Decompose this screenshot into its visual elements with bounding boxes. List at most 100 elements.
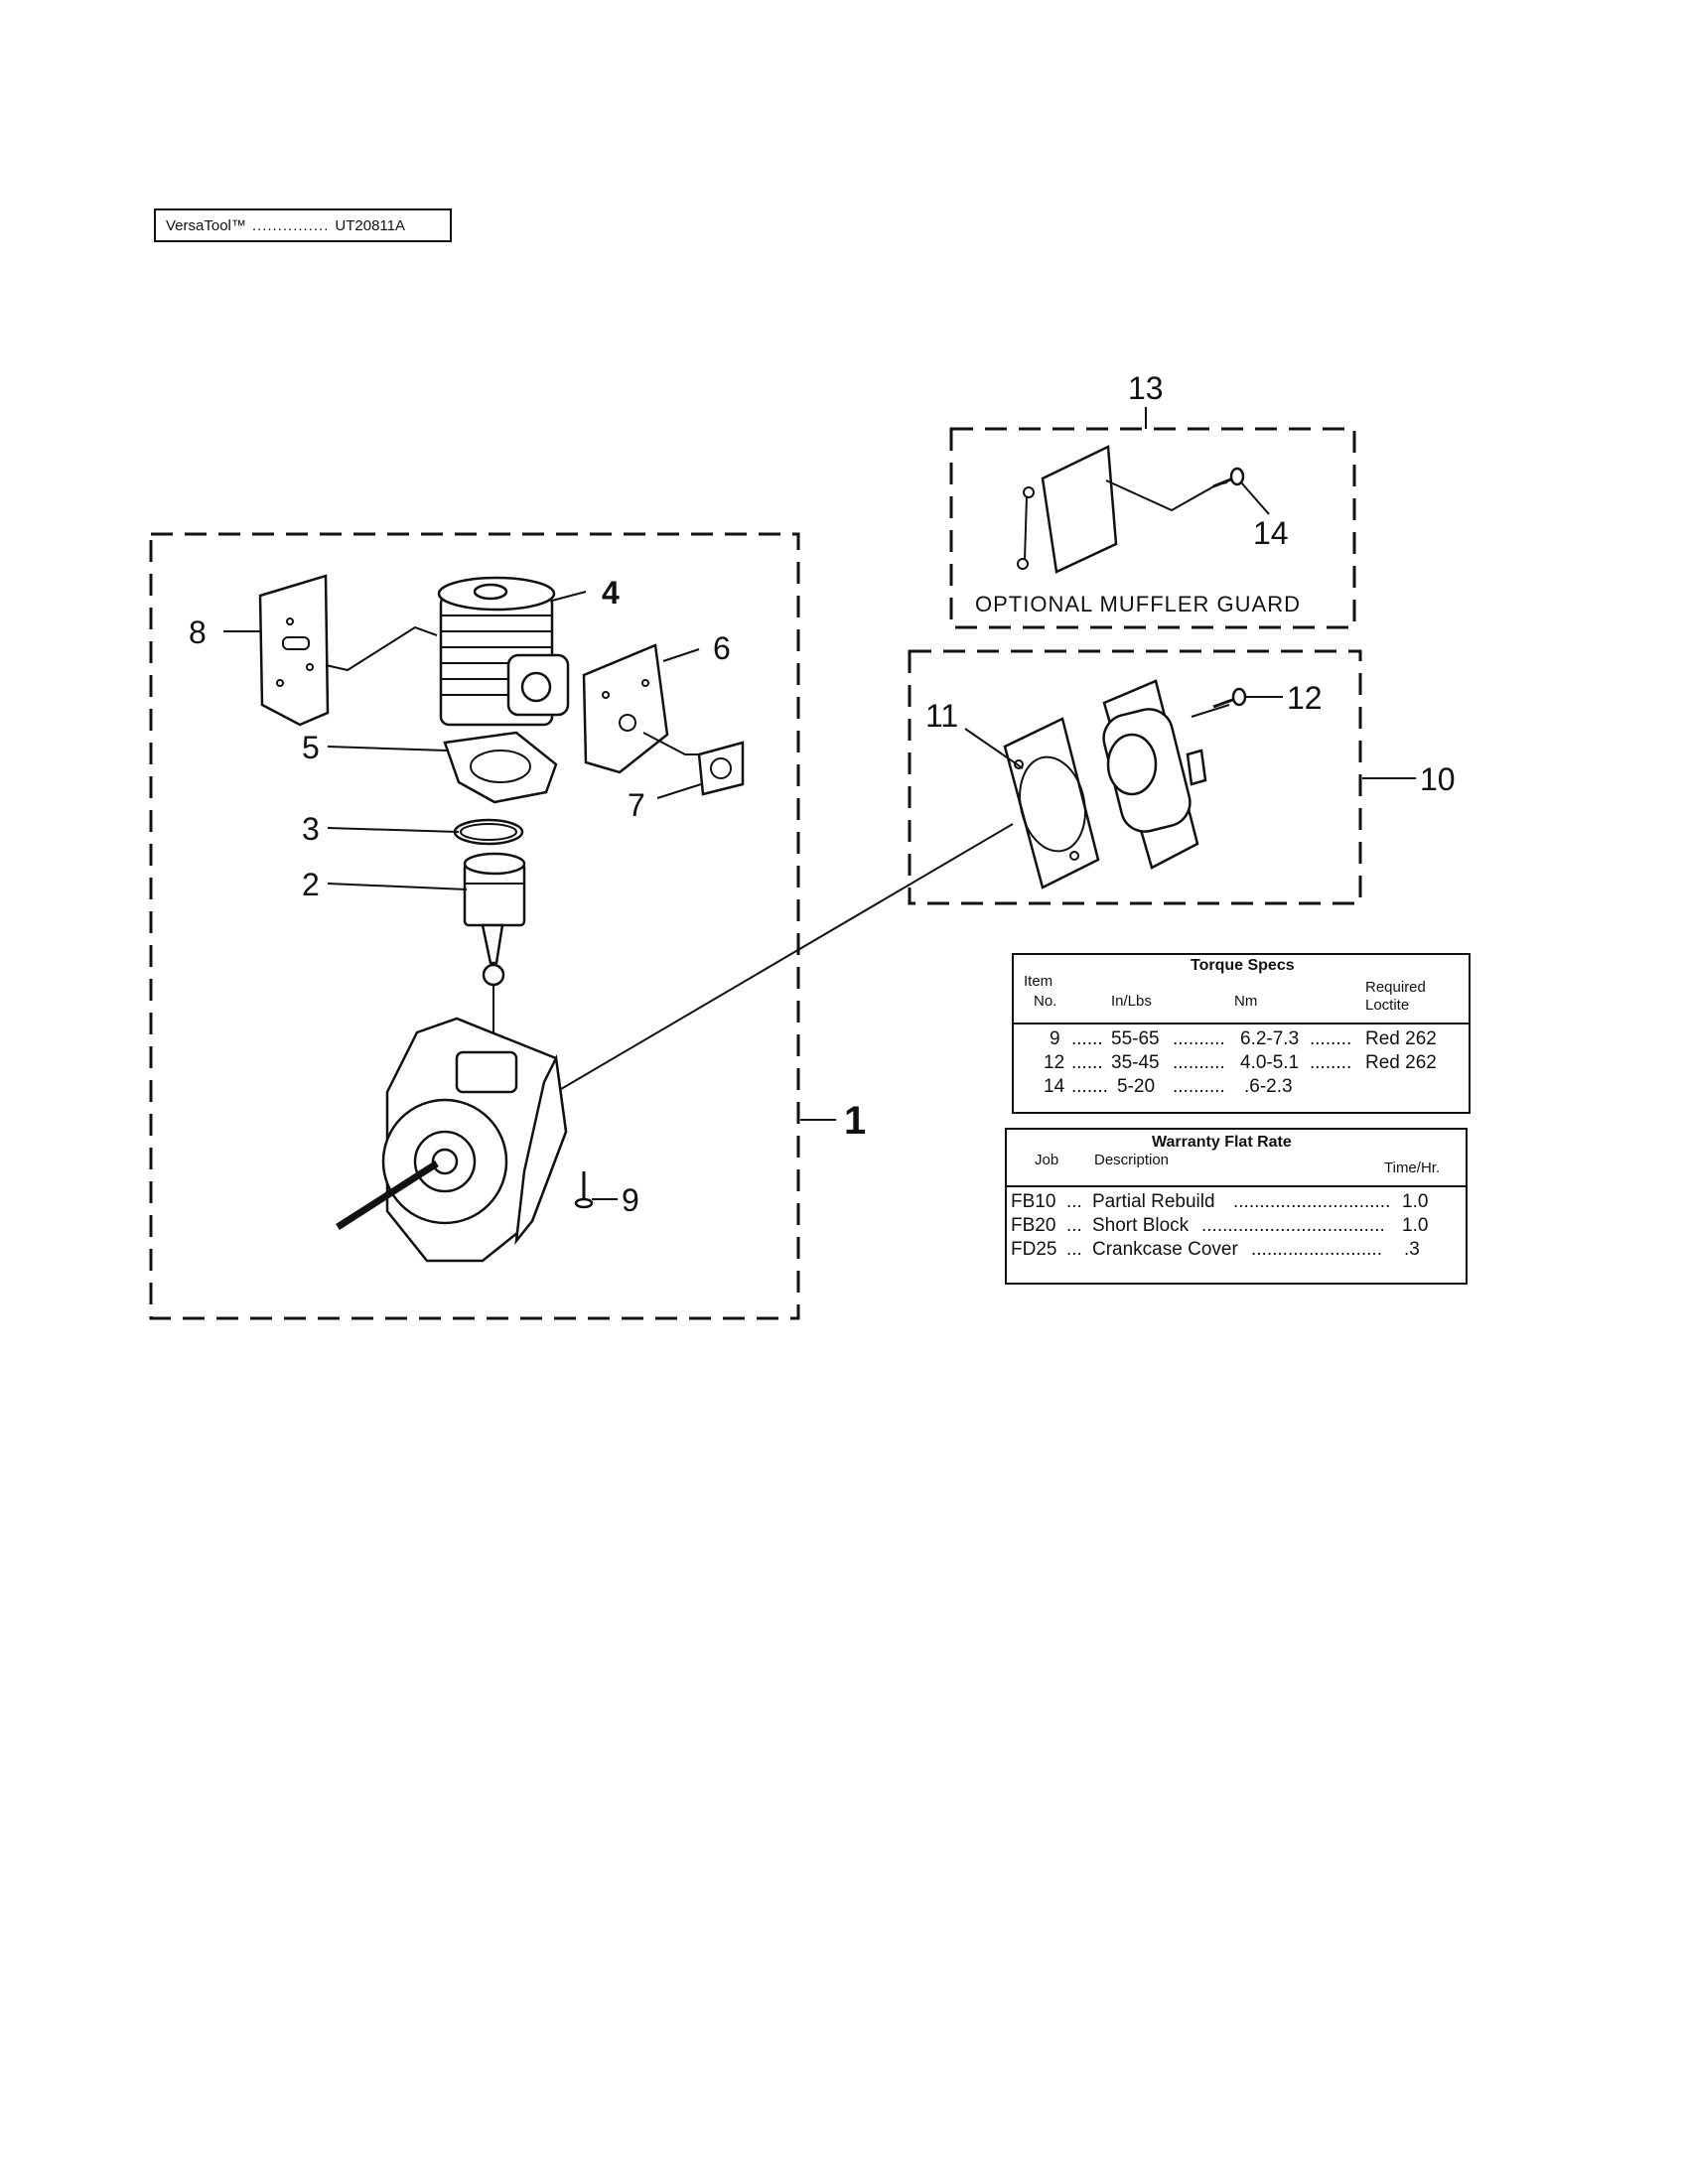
screw-12: [1212, 687, 1247, 709]
warranty-dots: .........................: [1251, 1239, 1382, 1260]
warranty-sep: ...: [1066, 1215, 1082, 1236]
warranty-row: FD25 ... Crankcase Cover ...............…: [1007, 1239, 1466, 1265]
callout-14: 14: [1253, 515, 1289, 551]
callout-12: 12: [1287, 680, 1323, 716]
callout-11: 11: [925, 698, 958, 734]
callout-2: 2: [302, 867, 320, 902]
leader-6: [662, 648, 700, 662]
leader-3: [327, 827, 460, 833]
warranty-time: 1.0: [1402, 1191, 1429, 1212]
torque-nm: 4.0-5.1: [1240, 1052, 1300, 1073]
warranty-dots: ..............................: [1233, 1191, 1391, 1212]
torque-dots: ..........: [1173, 1052, 1225, 1073]
torque-item: 9: [1050, 1028, 1060, 1049]
leader-5: [327, 746, 448, 751]
header-job: Job: [1035, 1152, 1059, 1168]
exhaust-gasket: [1003, 717, 1100, 889]
callout-9: 9: [622, 1182, 639, 1218]
torque-row: 12 ...... 35-45 .......... 4.0-5.1 .....…: [1014, 1052, 1469, 1076]
crankcase: [336, 1017, 568, 1263]
header-inlbs: In/Lbs: [1111, 993, 1152, 1010]
piston-ring: [453, 818, 524, 846]
torque-item: 12: [1044, 1052, 1065, 1073]
header-required: Required: [1365, 979, 1426, 996]
model-number: UT20811A: [335, 216, 405, 234]
torque-row: 9 ...... 55-65 .......... 6.2-7.3 ......…: [1014, 1028, 1469, 1052]
callout-3: 3: [302, 811, 320, 847]
warranty-desc: Crankcase Cover: [1092, 1239, 1238, 1260]
torque-inlbs: 55-65: [1111, 1028, 1160, 1049]
warranty-flat-rate-table: Warranty Flat Rate Job Description Time/…: [1005, 1128, 1468, 1285]
torque-nm: .6-2.3: [1244, 1076, 1293, 1097]
intake-flange: [642, 732, 745, 796]
callout-8: 8: [189, 614, 207, 650]
cylinder-base-gasket: [443, 731, 558, 804]
torque-row: 14 ....... 5-20 .......... .6-2.3: [1014, 1076, 1469, 1100]
torque-dots: .......: [1071, 1076, 1108, 1097]
warranty-title: Warranty Flat Rate: [1152, 1134, 1292, 1151]
leader-14: [1240, 481, 1270, 515]
muffler-group-box: [908, 649, 1362, 905]
warranty-dots: ...................................: [1201, 1215, 1385, 1236]
torque-dots: ........: [1310, 1052, 1352, 1073]
torque-dots: ..........: [1173, 1076, 1225, 1097]
torque-dots: ......: [1071, 1028, 1103, 1049]
warranty-sep: ...: [1066, 1239, 1082, 1260]
torque-specs-title: Torque Specs: [1191, 957, 1295, 974]
header-time: Time/Hr.: [1384, 1160, 1441, 1176]
header-description: Description: [1094, 1152, 1170, 1168]
header-loctite: Loctite: [1365, 997, 1410, 1014]
muffler-guard: [1017, 445, 1228, 574]
callout-7: 7: [628, 787, 645, 823]
crankcase-to-gasket-line: [555, 823, 1014, 1093]
torque-loctite: Red 262: [1365, 1028, 1437, 1049]
callout-10: 10: [1420, 761, 1456, 797]
callout-5: 5: [302, 730, 320, 765]
leader-4: [551, 591, 587, 602]
header-no: No.: [1034, 993, 1057, 1010]
piston-and-rod: [463, 852, 526, 1032]
warranty-time: 1.0: [1402, 1215, 1429, 1236]
cylinder: [437, 576, 570, 727]
torque-dots: ........: [1310, 1028, 1352, 1049]
torque-loctite: Red 262: [1365, 1052, 1437, 1073]
callout-1: 1: [844, 1099, 866, 1143]
assembly-1-group-box: [149, 532, 800, 1320]
screw-9: [574, 1171, 594, 1209]
warranty-time: .3: [1404, 1239, 1420, 1260]
warranty-job: FB10: [1011, 1191, 1056, 1212]
header-nm: Nm: [1234, 993, 1258, 1010]
warranty-row: FB20 ... Short Block ...................…: [1007, 1215, 1466, 1241]
warranty-job: FB20: [1011, 1215, 1056, 1236]
callout-6: 6: [713, 630, 731, 666]
torque-specs-header: Torque Specs Item No. In/Lbs Nm Required…: [1014, 955, 1469, 1024]
torque-inlbs: 35-45: [1111, 1052, 1160, 1073]
torque-dots: ......: [1071, 1052, 1103, 1073]
model-brand: VersaTool™: [166, 216, 246, 234]
model-leader-dots: ...............: [251, 216, 330, 234]
warranty-desc: Partial Rebuild: [1092, 1191, 1215, 1212]
header-item: Item: [1024, 973, 1053, 990]
muffler-gasket: [582, 643, 669, 774]
leader-7: [656, 783, 702, 799]
torque-item: 14: [1044, 1076, 1065, 1097]
torque-inlbs: 5-20: [1117, 1076, 1156, 1097]
leader-11: [964, 728, 1024, 769]
warranty-row: FB10 ... Partial Rebuild ...............…: [1007, 1191, 1466, 1217]
torque-nm: 6.2-7.3: [1240, 1028, 1300, 1049]
heat-shield-plate: [258, 574, 438, 727]
muffler-guard-label: OPTIONAL MUFFLER GUARD: [975, 592, 1301, 616]
torque-specs-table: Torque Specs Item No. In/Lbs Nm Required…: [1012, 953, 1471, 1114]
callout-13: 13: [1128, 370, 1164, 406]
model-box: VersaTool™ ............... UT20811A: [154, 208, 452, 242]
warranty-sep: ...: [1066, 1191, 1082, 1212]
muffler: [1102, 679, 1230, 870]
warranty-header: Warranty Flat Rate Job Description Time/…: [1007, 1130, 1466, 1187]
warranty-desc: Short Block: [1092, 1215, 1190, 1236]
warranty-job: FD25: [1011, 1239, 1057, 1260]
callout-4: 4: [602, 575, 620, 611]
leader-2: [327, 883, 468, 890]
torque-dots: ..........: [1173, 1028, 1225, 1049]
screw-14: [1212, 467, 1245, 488]
